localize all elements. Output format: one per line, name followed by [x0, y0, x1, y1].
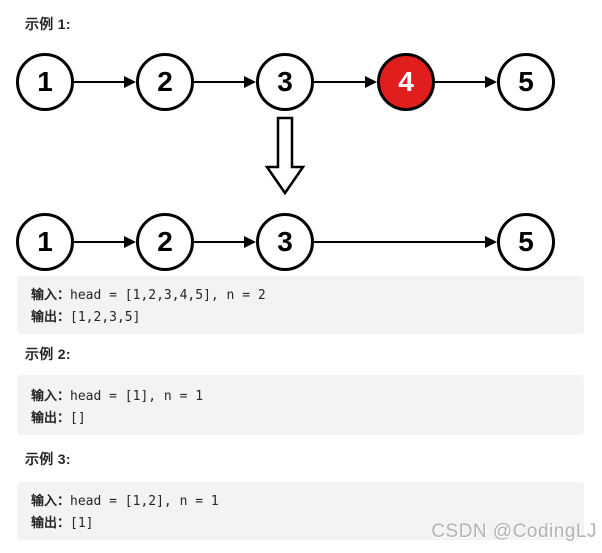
output-line: 输出：[1,2,3,5] [31, 306, 570, 328]
arrowhead-icon [485, 236, 497, 248]
next-pointer-arrow [194, 241, 246, 243]
output-code: [1,2,3,5] [70, 310, 141, 325]
list-node: 3 [256, 213, 314, 271]
example-1-label: 示例 1: [25, 16, 71, 32]
output-label: 输出： [31, 515, 71, 530]
list-node: 1 [16, 213, 74, 271]
input-line: 输入：head = [1,2,3,4,5], n = 2 [31, 284, 570, 306]
input-code: head = [1,2], n = 1 [70, 494, 219, 509]
arrowhead-icon [124, 76, 136, 88]
output-code: [] [70, 411, 86, 426]
list-node: 2 [136, 213, 194, 271]
output-line: 输出：[] [31, 407, 570, 429]
output-line: 输出：[1] [31, 512, 570, 534]
input-line: 输入：head = [1], n = 1 [31, 385, 570, 407]
example-2-label: 示例 2: [25, 346, 71, 362]
list-node: 1 [16, 53, 74, 111]
next-pointer-arrow [435, 81, 487, 83]
next-pointer-arrow [74, 241, 126, 243]
list-node: 2 [136, 53, 194, 111]
output-label: 输出： [31, 309, 71, 324]
input-label: 输入： [31, 388, 71, 403]
next-pointer-arrow [74, 81, 126, 83]
example-3-code-block: 输入：head = [1,2], n = 1 输出：[1] [17, 482, 584, 540]
down-arrow-icon [264, 116, 306, 196]
arrowhead-icon [485, 76, 497, 88]
list-node-highlighted: 4 [377, 53, 435, 111]
example-2-code-block: 输入：head = [1], n = 1 输出：[] [17, 375, 584, 435]
next-pointer-arrow [314, 81, 367, 83]
example-1-code-block: 输入：head = [1,2,3,4,5], n = 2 输出：[1,2,3,5… [17, 276, 584, 334]
output-label: 输出： [31, 410, 71, 425]
output-code: [1] [70, 516, 94, 531]
next-pointer-arrow [194, 81, 246, 83]
list-node: 5 [497, 53, 555, 111]
csdn-watermark: CSDN @CodingLJ [431, 521, 597, 542]
input-label: 输入： [31, 493, 71, 508]
list-node: 3 [256, 53, 314, 111]
arrowhead-icon [244, 236, 256, 248]
input-label: 输入： [31, 287, 71, 302]
arrowhead-icon [365, 76, 377, 88]
next-pointer-arrow-long [314, 241, 487, 243]
input-code: head = [1], n = 1 [70, 389, 204, 404]
input-code: head = [1,2,3,4,5], n = 2 [70, 288, 266, 303]
input-line: 输入：head = [1,2], n = 1 [31, 490, 570, 512]
arrowhead-icon [244, 76, 256, 88]
list-node: 5 [497, 213, 555, 271]
arrowhead-icon [124, 236, 136, 248]
example-3-label: 示例 3: [25, 451, 71, 467]
